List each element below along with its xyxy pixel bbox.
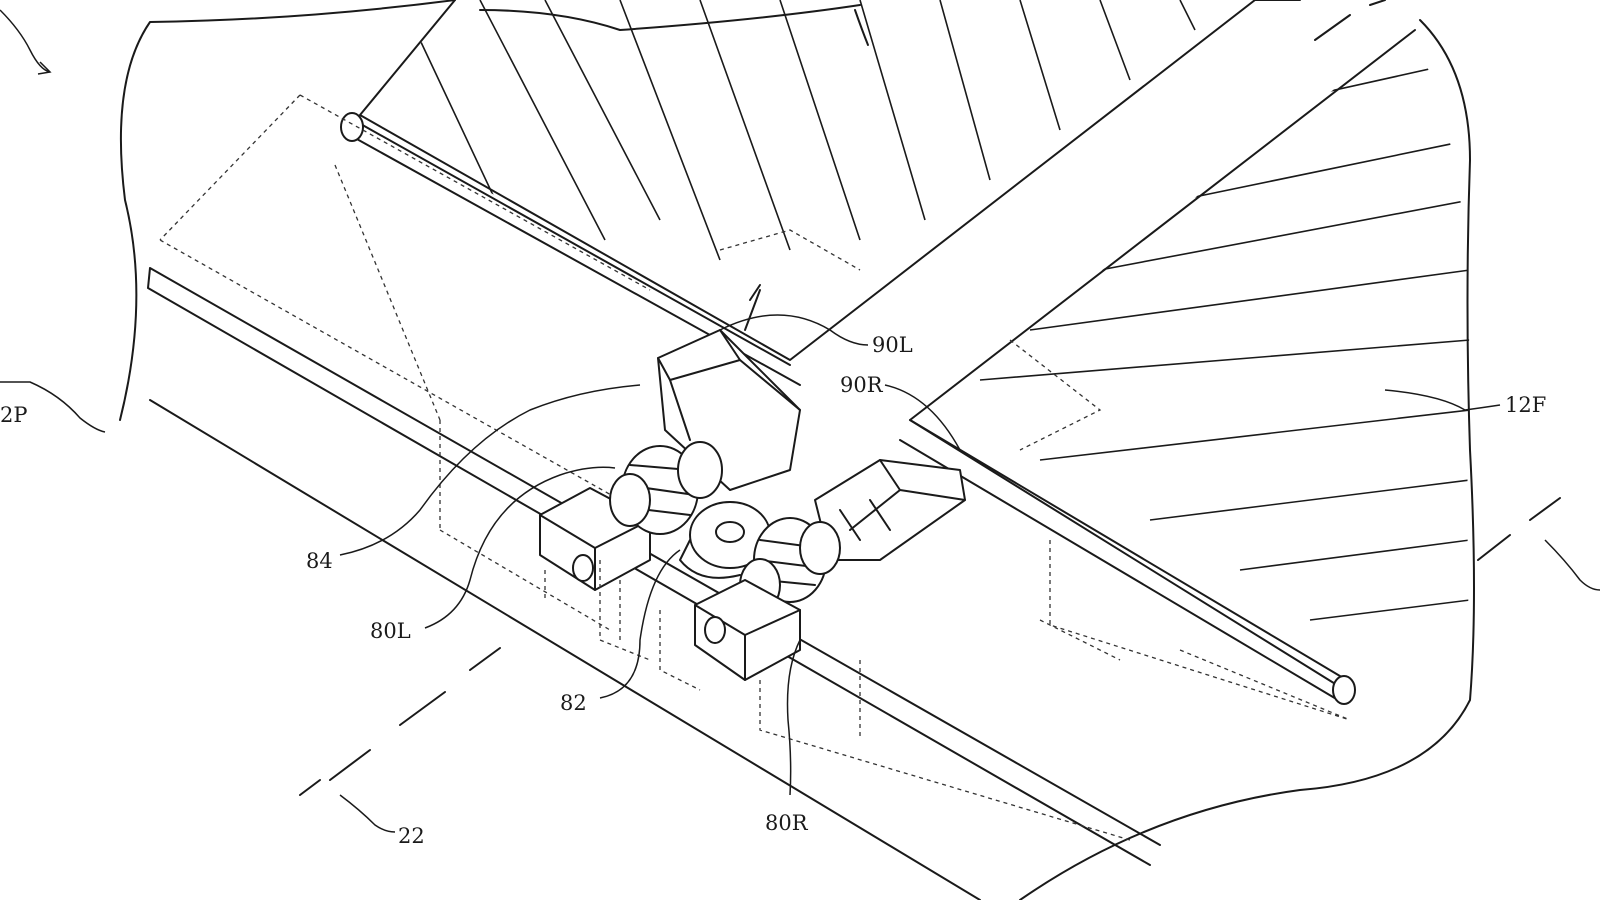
label-82: 82 bbox=[560, 691, 587, 715]
panel-break-contour-left bbox=[119, 0, 456, 421]
hatched-section-right bbox=[979, 59, 1470, 621]
panel-break-contour-right bbox=[1019, 0, 1475, 900]
gear-left bbox=[609, 441, 723, 535]
hinge-rod-left-end bbox=[340, 112, 364, 142]
leader-82 bbox=[599, 549, 681, 699]
label-90L: 90L bbox=[872, 333, 913, 357]
frame-bar bbox=[147, 267, 1161, 900]
axis-dashed-line-lower bbox=[299, 647, 501, 796]
label-80R: 80R bbox=[765, 811, 809, 835]
hidden-outline-right bbox=[759, 339, 1351, 841]
hidden-outline-left bbox=[159, 94, 861, 640]
label-22: 22 bbox=[398, 824, 425, 848]
top-panel-arc bbox=[854, 9, 869, 46]
leader-80L bbox=[424, 466, 616, 629]
label-90R: 90R bbox=[840, 373, 884, 397]
leader-80R bbox=[786, 639, 801, 796]
right-panel-edge bbox=[909, 29, 1416, 691]
leader-22 bbox=[339, 794, 396, 833]
leader-right-edge bbox=[1544, 539, 1600, 591]
hinge-rod-right bbox=[899, 419, 1351, 701]
label-84: 84 bbox=[306, 549, 333, 573]
label-12F: 12F bbox=[1505, 393, 1546, 417]
hatched-section-top bbox=[419, 0, 1196, 261]
label-12P: 2P bbox=[0, 403, 28, 427]
bracket-80R bbox=[694, 579, 801, 681]
motor-90R bbox=[814, 459, 966, 561]
top-panel-edge bbox=[359, 0, 1256, 361]
leader-12F bbox=[1384, 389, 1501, 411]
leader-top-left-arrow bbox=[37, 61, 52, 75]
leader-84 bbox=[339, 384, 641, 556]
label-80L: 80L bbox=[370, 619, 411, 643]
axis-dashed-line-right bbox=[1314, 0, 1561, 561]
hinge-rod-right-end bbox=[1332, 675, 1356, 705]
leader-90L bbox=[719, 314, 869, 346]
top-panel-edge-inner bbox=[479, 4, 861, 31]
leader-top-left bbox=[0, 9, 51, 73]
leader-12P bbox=[0, 381, 106, 433]
hidden-outline-center bbox=[544, 560, 701, 691]
leader-90R bbox=[884, 384, 961, 451]
